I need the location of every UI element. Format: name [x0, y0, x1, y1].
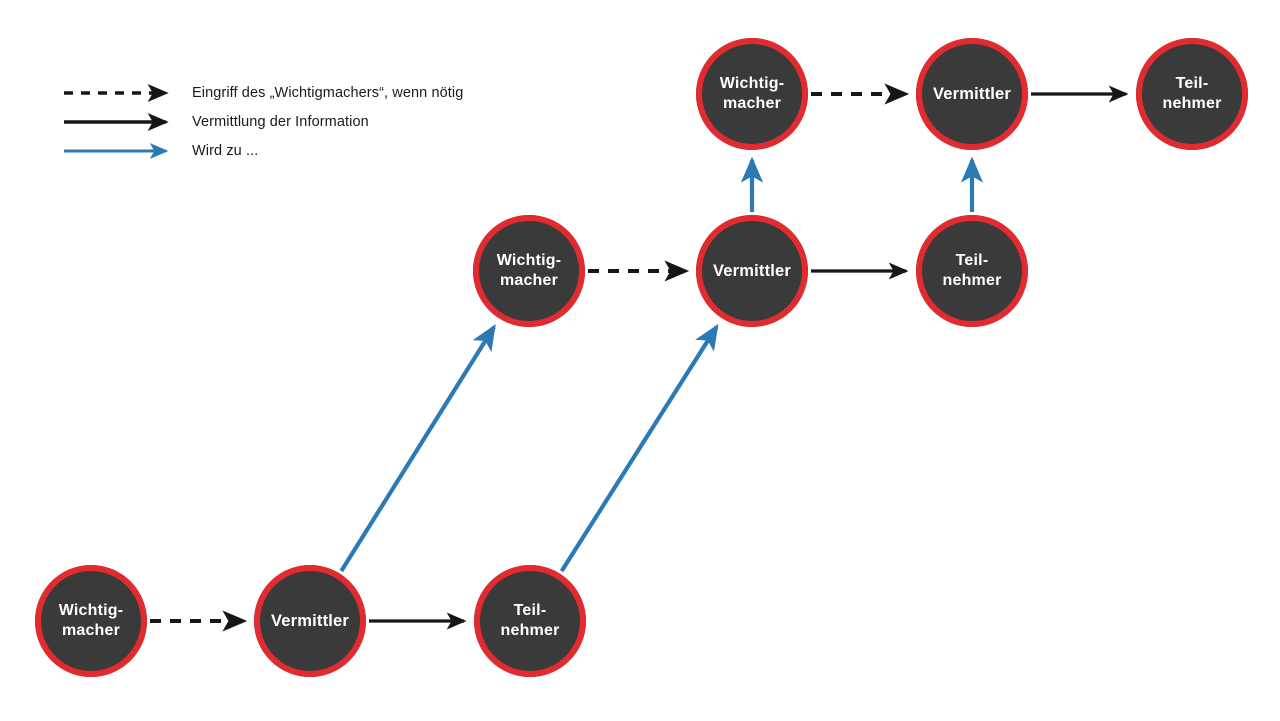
edge-solid-blue — [339, 324, 496, 573]
node-label: Wichtig- macher — [496, 252, 562, 289]
solid-arrow-icon — [62, 112, 182, 132]
legend: Eingriff des „Wichtigmachers“, wenn nöti… — [62, 78, 602, 165]
node-wichtigmacher[interactable]: Wichtig- macher — [696, 38, 808, 150]
legend-label-eingriff: Eingriff des „Wichtigmachers“, wenn nöti… — [192, 84, 464, 101]
legend-row-vermittlung: Vermittlung der Information — [62, 107, 602, 136]
legend-row-eingriff: Eingriff des „Wichtigmachers“, wenn nöti… — [62, 78, 602, 107]
node-vermittler[interactable]: Vermittler — [254, 565, 366, 677]
node-label: Vermittler — [712, 261, 792, 280]
blue-arrow-icon — [62, 141, 182, 161]
node-label: Teil- nehmer — [942, 252, 1002, 289]
legend-row-wird-zu: Wird zu ... — [62, 136, 602, 165]
node-label: Wichtig- macher — [58, 602, 124, 639]
node-label: Wichtig- macher — [719, 75, 785, 112]
node-teilnehmer[interactable]: Teil- nehmer — [916, 215, 1028, 327]
node-teilnehmer[interactable]: Teil- nehmer — [1136, 38, 1248, 150]
node-label: Vermittler — [932, 84, 1012, 103]
node-label: Teil- nehmer — [500, 602, 560, 639]
node-teilnehmer[interactable]: Teil- nehmer — [474, 565, 586, 677]
node-wichtigmacher[interactable]: Wichtig- macher — [473, 215, 585, 327]
node-vermittler[interactable]: Vermittler — [696, 215, 808, 327]
node-label: Teil- nehmer — [1162, 75, 1222, 112]
node-label: Vermittler — [270, 611, 350, 630]
edge-solid-blue — [559, 323, 719, 573]
node-vermittler[interactable]: Vermittler — [916, 38, 1028, 150]
legend-label-wird-zu: Wird zu ... — [192, 142, 259, 159]
legend-label-vermittlung: Vermittlung der Information — [192, 113, 369, 130]
node-wichtigmacher[interactable]: Wichtig- macher — [35, 565, 147, 677]
dashed-arrow-icon — [62, 83, 182, 103]
